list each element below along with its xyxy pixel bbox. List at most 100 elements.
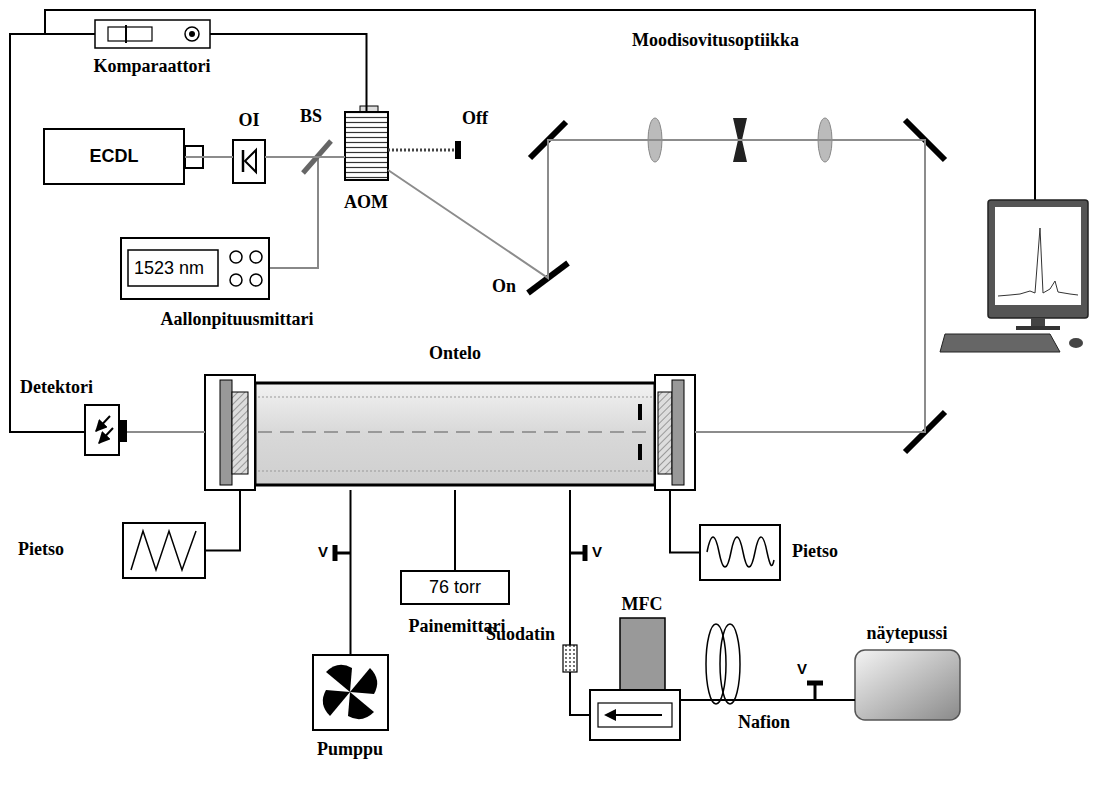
mass-flow-controller: MFC — [590, 690, 680, 740]
wavemeter-fibre — [270, 157, 318, 268]
valve-symbol — [807, 681, 823, 686]
cavity-illustration — [655, 375, 695, 490]
detector-symbol — [119, 420, 127, 442]
connection-line — [210, 34, 367, 112]
part-label: MFC — [622, 594, 663, 616]
laser-box: ECDL — [43, 128, 185, 185]
connection-line — [10, 34, 95, 432]
isolator-symbol — [233, 140, 265, 183]
piezo-driver-symbol — [131, 531, 196, 570]
comparator-symbol — [125, 25, 127, 43]
wavemeter-panel — [230, 274, 242, 286]
piezo-driver: Pietso — [700, 525, 780, 580]
laser-beam — [185, 156, 233, 158]
connection-line — [680, 699, 855, 701]
part-label: Pietso — [792, 541, 838, 563]
mfc-symbol — [598, 703, 672, 727]
mfc-symbol — [620, 618, 665, 690]
nafion-coil — [720, 624, 740, 704]
tubing-label: Nafion — [738, 712, 790, 734]
wavemeter-box: 1523 nmAallonpituusmittari — [120, 237, 270, 300]
beam-label: Off — [462, 108, 488, 130]
cavity-illustration — [205, 375, 255, 490]
nafion-coil — [706, 624, 740, 704]
mfc-symbol — [614, 714, 662, 716]
detector-symbol — [99, 428, 113, 443]
piezo-driver: Pietso — [123, 523, 205, 578]
connection-line — [454, 490, 456, 570]
cavity-illustration — [255, 383, 655, 485]
pump-symbol — [326, 665, 352, 692]
connection-line — [205, 490, 240, 551]
cavity-tube: Ontelo — [205, 375, 695, 490]
cavity-illustration — [258, 397, 652, 398]
aom-symbol — [345, 106, 388, 180]
valve-symbol — [335, 545, 823, 700]
piezo-driver-symbol — [700, 525, 780, 580]
connection-line — [569, 490, 571, 645]
comparator-box: Komparaattori — [95, 20, 210, 48]
computer-illustration — [1016, 326, 1060, 330]
cavity-illustration — [258, 431, 652, 433]
computer-illustration — [998, 228, 1078, 296]
aom-symbol — [345, 112, 388, 180]
pump-symbol — [313, 655, 388, 730]
comparator-symbol — [189, 31, 195, 37]
mfc-symbol — [590, 618, 680, 740]
display-text: ECDL — [90, 146, 139, 168]
sample-bag-shape — [855, 650, 960, 720]
wavemeter-panel — [128, 250, 218, 286]
comparator-symbol — [95, 20, 210, 48]
mfc-symbol — [590, 690, 680, 740]
pump-symbol — [323, 665, 377, 719]
piezo-driver-symbol — [123, 523, 205, 578]
computer-illustration — [988, 200, 1088, 318]
wavemeter-panel — [128, 250, 262, 286]
isolator-symbol — [233, 140, 265, 183]
part-label: Suodatin — [486, 624, 555, 646]
detector-symbol — [85, 405, 119, 455]
laser-beam — [265, 156, 345, 158]
beam-label: On — [492, 276, 516, 298]
comparator-symbol — [108, 27, 152, 41]
valve-symbol — [333, 545, 338, 561]
pressure-gauge: 76 torrPainemittari — [400, 570, 510, 605]
section-title: Moodisovitusoptiikka — [632, 30, 799, 52]
detector-box: Detektori — [85, 405, 127, 455]
gas-filter: Suodatin — [563, 645, 577, 672]
isolator-box: OI — [233, 140, 265, 183]
pump-symbol — [313, 655, 388, 730]
beam-dump — [455, 141, 461, 159]
part-label: OI — [238, 110, 259, 132]
isolator-symbol — [245, 150, 256, 172]
part-label: Detektori — [20, 377, 93, 399]
piezo-driver-symbol — [707, 537, 774, 567]
computer-illustration — [940, 334, 1060, 352]
cavity-illustration — [232, 392, 248, 474]
sample-bag: näytepussi — [855, 650, 960, 720]
part-label: näytepussi — [866, 623, 947, 645]
cavity-illustration — [205, 375, 695, 490]
wavemeter-panel — [250, 274, 262, 286]
display-text: 76 torr — [429, 577, 481, 599]
cavity-illustration — [258, 471, 652, 472]
comparator-symbol — [185, 27, 199, 41]
valve-symbol — [814, 683, 817, 700]
valve-label: V — [318, 543, 328, 561]
display-text: 1523 nm — [134, 258, 204, 280]
pump-symbol — [348, 692, 374, 719]
laser-beam — [127, 431, 205, 433]
connection-line — [570, 672, 590, 715]
pump-symbol — [350, 668, 377, 694]
detector-symbol — [85, 405, 127, 455]
mfc-symbol — [604, 709, 616, 721]
valve-label: V — [797, 660, 807, 678]
part-label: Pumppu — [317, 739, 383, 761]
computer-illustration — [1069, 338, 1083, 348]
computer-illustration — [940, 200, 1088, 352]
part-label: AOM — [344, 192, 388, 214]
connection-line — [350, 490, 352, 655]
cavity-illustration — [672, 380, 684, 485]
